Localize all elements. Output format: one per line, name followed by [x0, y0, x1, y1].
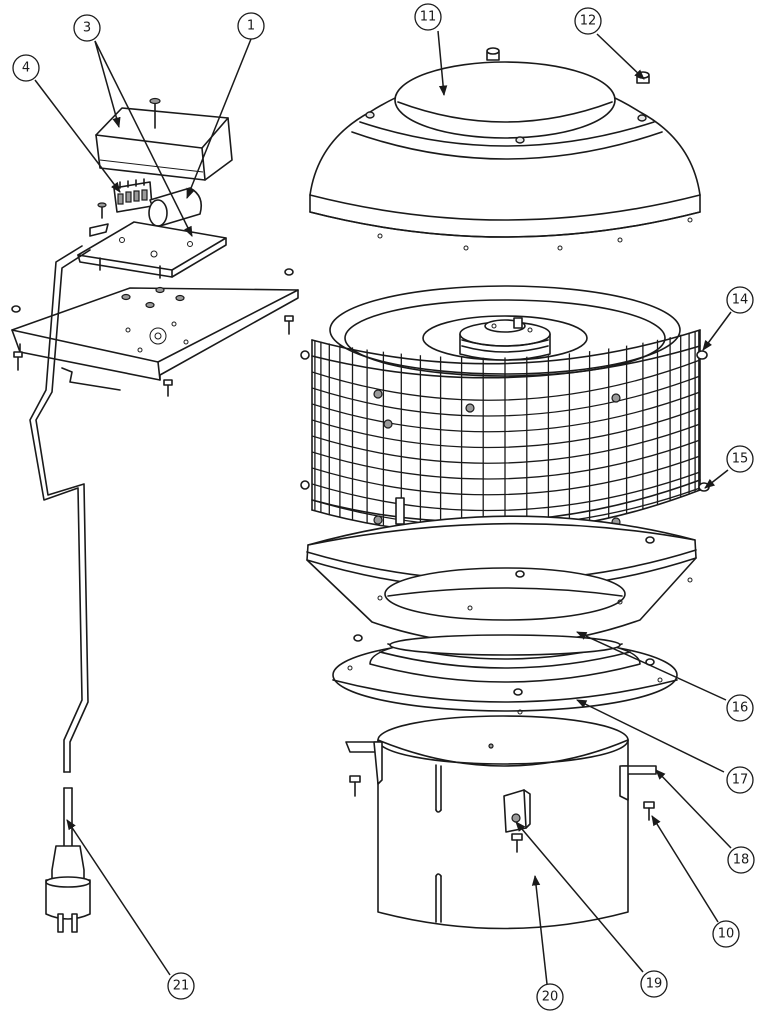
- callout-15: 15: [726, 445, 754, 473]
- callout-19-label: 19: [646, 977, 663, 992]
- l-bracket-right: [619, 765, 657, 801]
- callout-18: 18: [727, 846, 755, 874]
- callout-19: 19: [640, 970, 668, 998]
- motor-impeller: [329, 285, 681, 377]
- callout-12-label: 12: [580, 14, 597, 29]
- callout-20-label: 20: [542, 990, 559, 1005]
- callout-21-label: 21: [173, 979, 190, 994]
- callout-14-label: 14: [732, 293, 749, 308]
- mounting-bracket-plate: [11, 268, 299, 397]
- callout-3-label: 3: [83, 21, 91, 36]
- spigot-tube: [377, 715, 629, 930]
- l-bracket-left: [345, 741, 383, 785]
- callout-16: 16: [726, 694, 754, 722]
- callout-1: 1: [237, 12, 265, 40]
- callout-18-label: 18: [733, 853, 750, 868]
- power-cable: [29, 245, 91, 773]
- mounting-flange: [332, 634, 678, 715]
- leader-lines: [34, 30, 732, 985]
- callout-16-label: 16: [732, 701, 749, 716]
- bolts: [349, 775, 655, 853]
- callout-14: 14: [726, 286, 754, 314]
- power-plug: [45, 787, 91, 933]
- callout-1-label: 1: [247, 19, 255, 34]
- callout-4-label: 4: [22, 61, 30, 76]
- terminal-block: [113, 178, 153, 213]
- base-cone-ring: [306, 515, 697, 646]
- callout-12: 12: [574, 7, 602, 35]
- fan-hood: [309, 61, 701, 251]
- callout-17: 17: [726, 766, 754, 794]
- callout-4: 4: [12, 54, 40, 82]
- callout-20: 20: [536, 983, 564, 1011]
- callout-17-label: 17: [732, 773, 749, 788]
- callout-11-label: 11: [420, 10, 437, 25]
- callouts: 1 3 4 11 12 14 15 16 17 18 10 19 20 21: [12, 3, 755, 1011]
- callout-11: 11: [414, 3, 442, 31]
- terminal-box-cover: [95, 97, 233, 181]
- callout-15-label: 15: [732, 452, 749, 467]
- callout-21: 21: [167, 972, 195, 1000]
- callout-10-label: 10: [718, 927, 735, 942]
- callout-10: 10: [712, 920, 740, 948]
- callout-3: 3: [73, 14, 101, 42]
